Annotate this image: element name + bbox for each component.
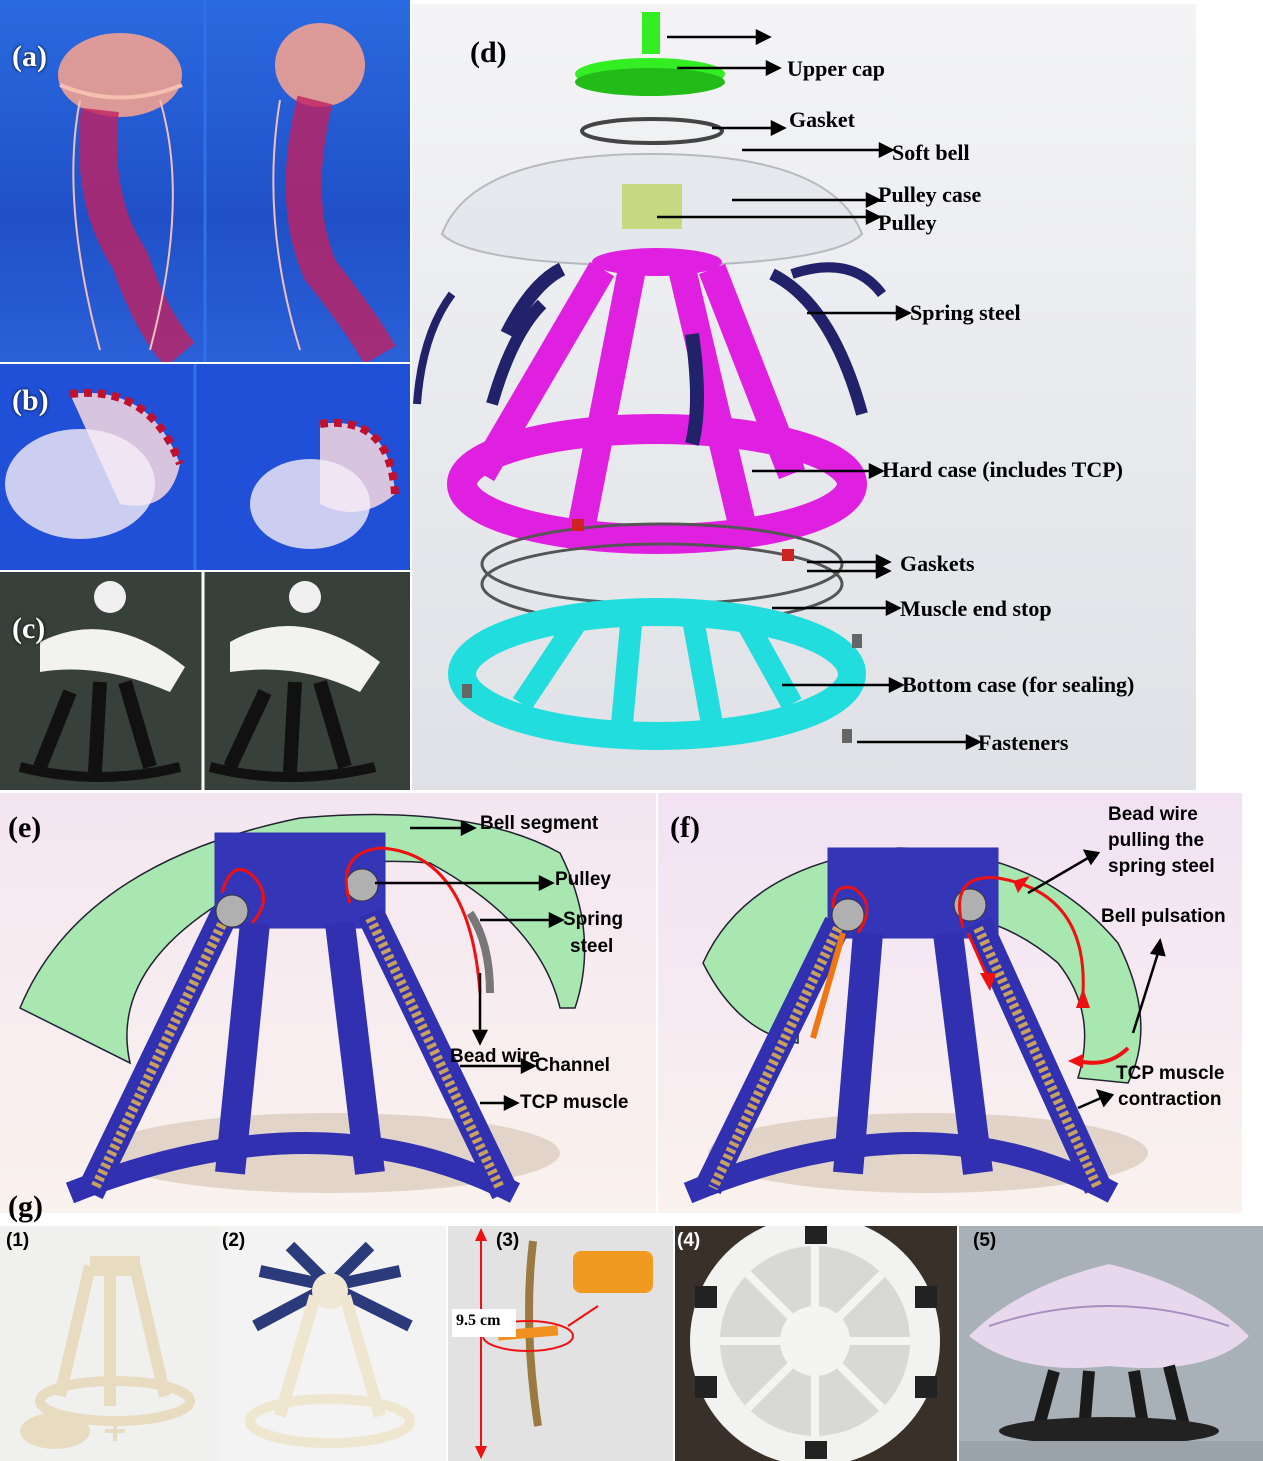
panel-g3: (3) 9.5 cm <box>448 1226 673 1461</box>
bottom-case-part <box>462 612 852 736</box>
panel-g2: (2) <box>220 1226 446 1461</box>
mechanism-diagram-e <box>0 793 656 1213</box>
label-pulley: Pulley <box>878 210 937 236</box>
label-tcp-f2: contraction <box>1118 1089 1221 1111</box>
panel-label-a: (a) <box>12 40 47 74</box>
label-tcp-f1: TCP muscle <box>1116 1063 1224 1085</box>
label-bead-wire-f2: pulling the <box>1108 830 1204 852</box>
panel-a: (a) <box>0 0 410 362</box>
label-soft-bell: Soft bell <box>892 140 970 166</box>
label-steel-e: steel <box>570 936 613 958</box>
label-length: 9.5 cm <box>456 1312 500 1330</box>
panel-label-f: (f) <box>670 811 700 845</box>
label-g5: (5) <box>973 1230 996 1252</box>
label-gasket: Gasket <box>789 107 855 133</box>
label-bottom-case: Bottom case (for sealing) <box>902 672 1134 698</box>
robot-photo-c <box>0 572 410 790</box>
panel-g4: (4) <box>675 1226 957 1461</box>
label-hard-case: Hard case (includes TCP) <box>882 457 1123 483</box>
label-bead-wire-f3: spring steel <box>1108 856 1215 878</box>
label-muscle-end-stop: Muscle end stop <box>900 596 1052 622</box>
panel-label-e: (e) <box>8 811 41 845</box>
label-bead-wire-e: Bead wire <box>450 1046 540 1068</box>
photo-g3 <box>448 1226 673 1461</box>
panel-g5: (5) <box>959 1226 1263 1461</box>
panel-label-b: (b) <box>12 384 49 418</box>
label-pulley-case: Pulley case <box>878 182 981 208</box>
label-bead-wire-f1: Bead wire <box>1108 804 1198 826</box>
panel-f: (f) Bead wire pulling the spring steel B… <box>658 793 1242 1213</box>
label-upper-cap: Upper cap <box>787 56 885 82</box>
panel-label-g: (g) <box>8 1190 43 1224</box>
panel-c: (c) <box>0 572 410 790</box>
label-fasteners: Fasteners <box>978 730 1068 756</box>
label-g3: (3) <box>496 1230 519 1252</box>
pulley-case-part <box>622 184 682 229</box>
fastener-bolt <box>842 729 852 743</box>
label-spring-steel: Spring steel <box>910 300 1021 326</box>
label-bell-pulsation: Bell pulsation <box>1101 906 1226 928</box>
photo-g5 <box>959 1226 1263 1461</box>
label-g2: (2) <box>222 1230 245 1252</box>
label-pulley-e: Pulley <box>555 869 611 891</box>
panel-label-c: (c) <box>12 612 45 646</box>
label-bell-segment: Bell segment <box>480 813 598 835</box>
panel-g1: (1) <box>0 1226 220 1461</box>
label-g4: (4) <box>677 1230 700 1252</box>
jellyfish-photo-b <box>0 364 410 570</box>
panel-e: (e) Bell segment Pulley Spring steel Bea… <box>0 793 656 1213</box>
label-tcp-muscle-e: TCP muscle <box>520 1092 628 1114</box>
gasket-ring <box>582 119 722 143</box>
photo-g2 <box>220 1226 446 1461</box>
photo-g1 <box>0 1226 220 1461</box>
photo-g4 <box>675 1226 957 1461</box>
label-spring-e: Spring <box>563 909 623 931</box>
label-channel: Channel <box>535 1055 610 1077</box>
upper-cap-part <box>575 12 725 96</box>
label-gaskets: Gaskets <box>900 551 975 577</box>
label-g1: (1) <box>6 1230 29 1252</box>
panel-b: (b) <box>0 364 410 570</box>
panel-d: (d) Upper cap Gasket Soft bell Pulley ca… <box>412 4 1196 790</box>
jellyfish-photo-a <box>0 0 410 362</box>
panel-label-d: (d) <box>470 36 507 70</box>
